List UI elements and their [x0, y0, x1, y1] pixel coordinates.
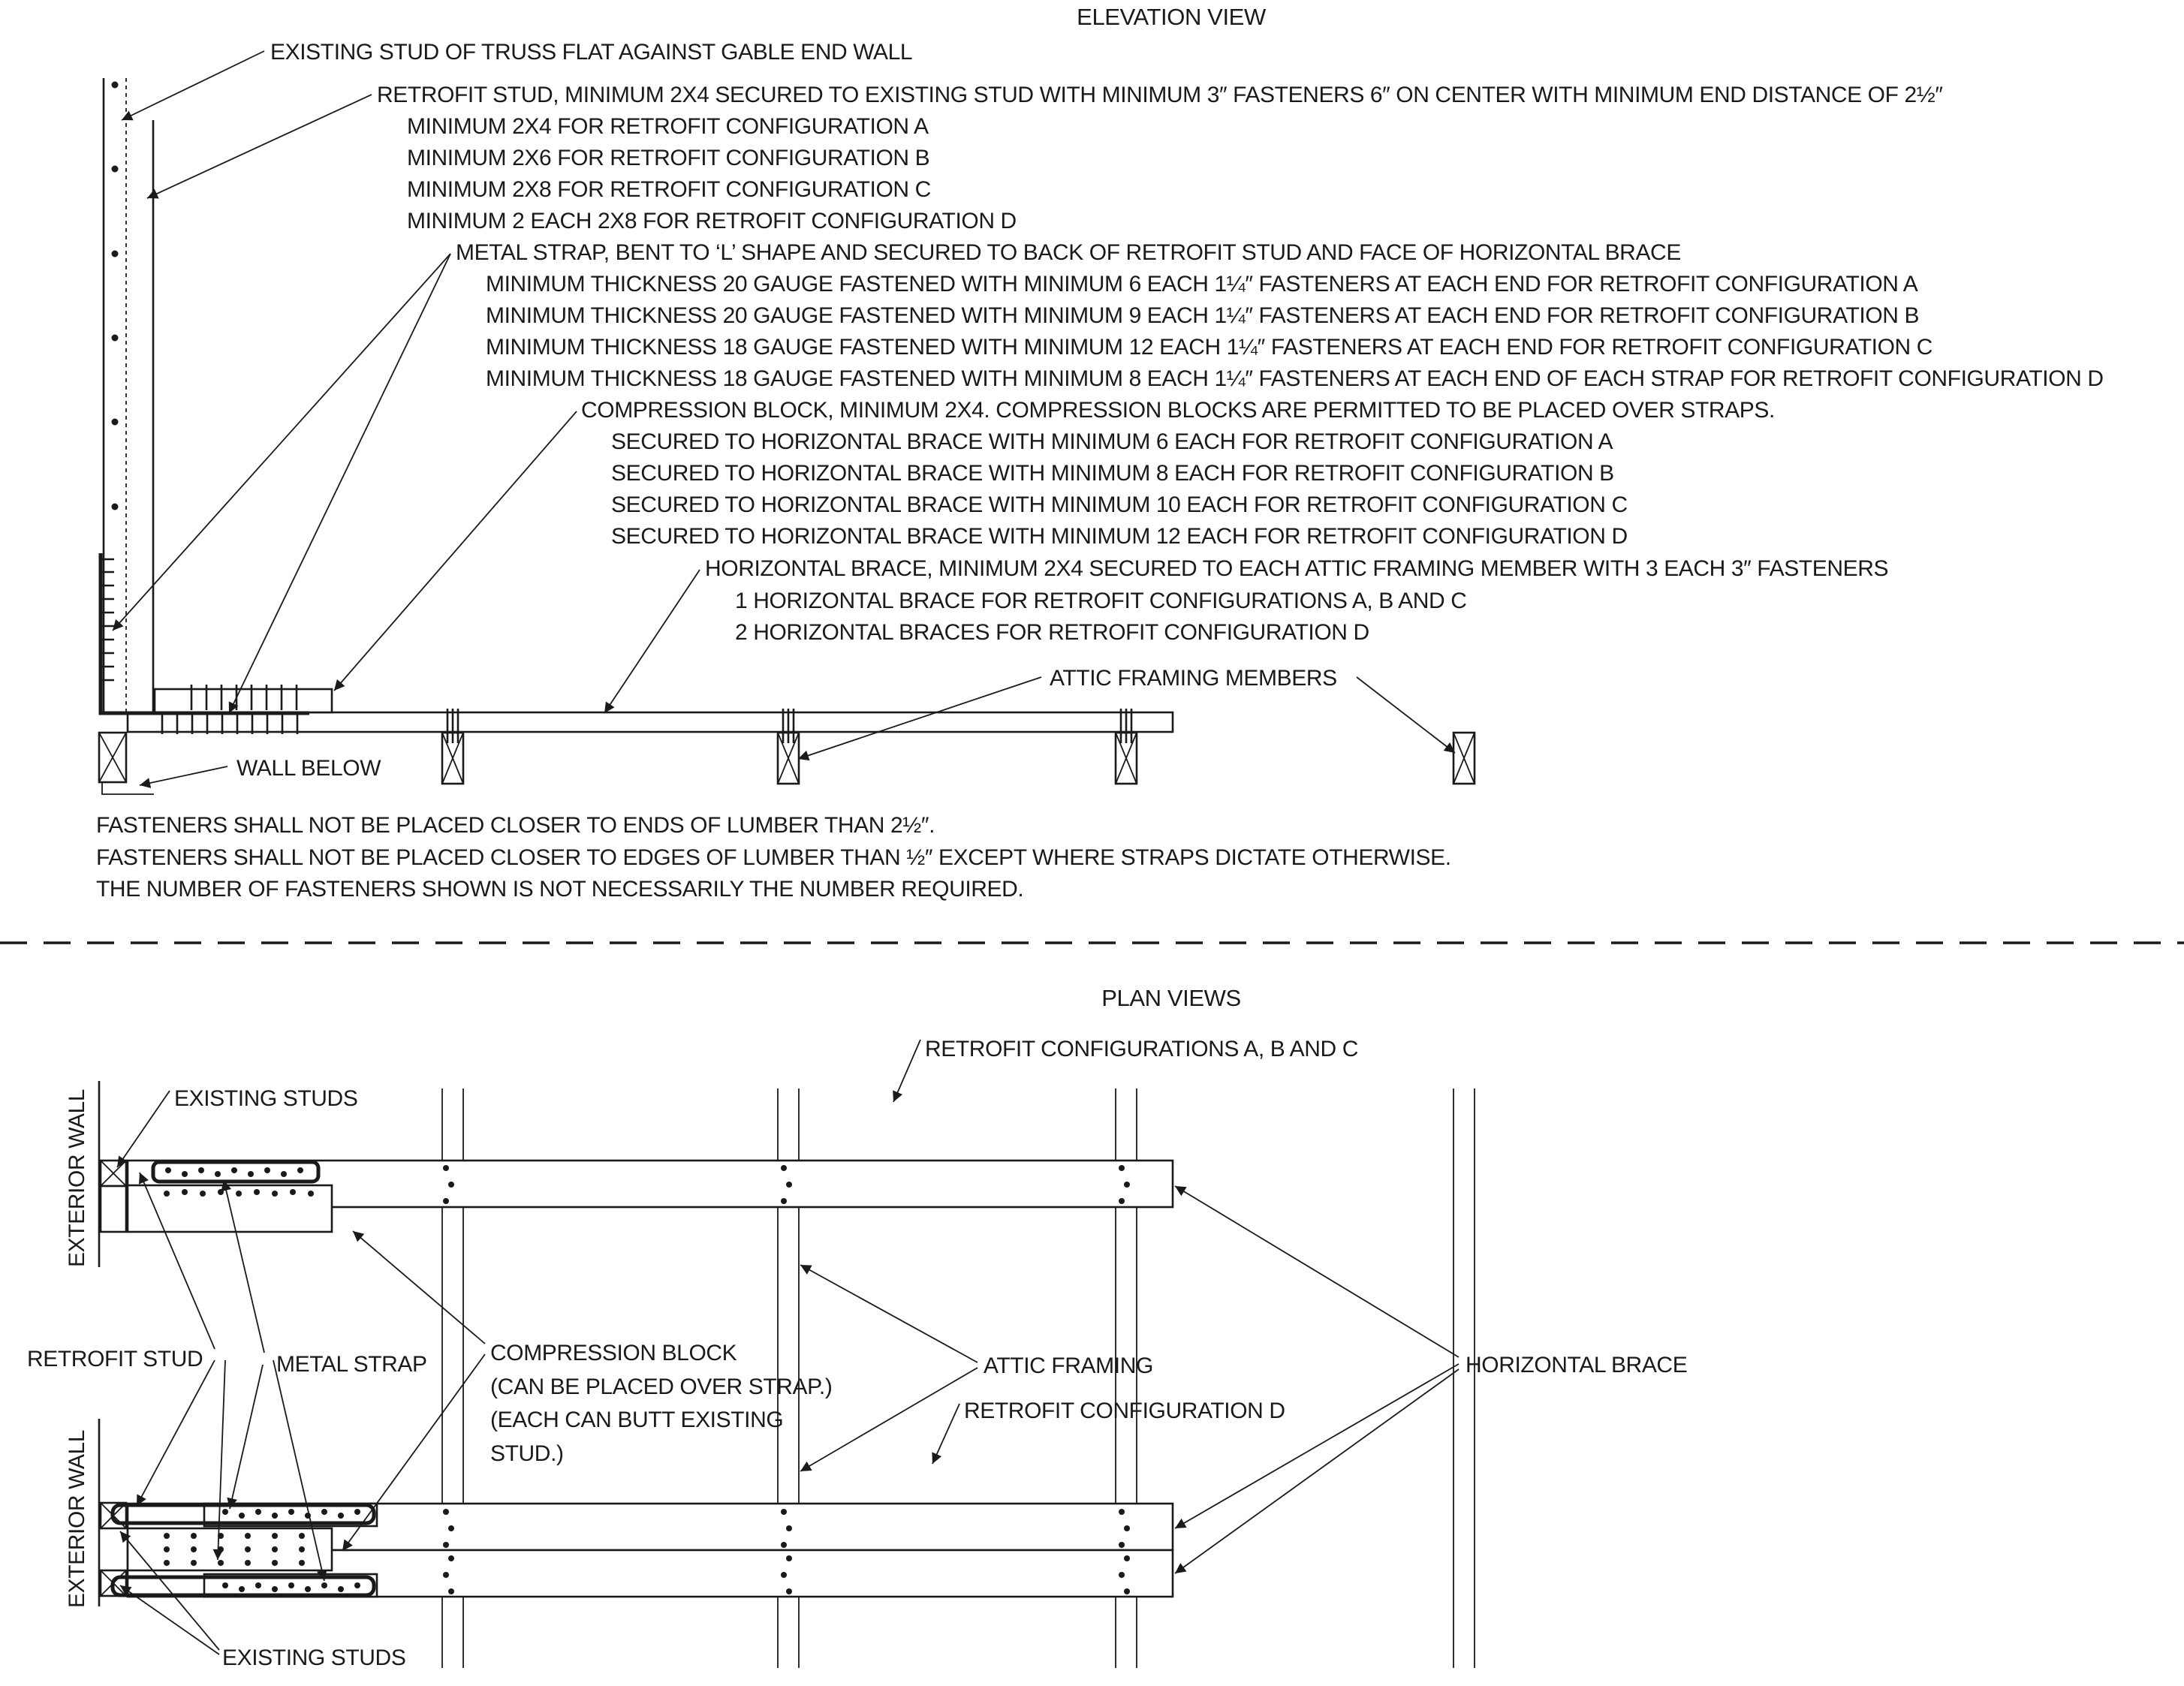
fastener-notes: FASTENERS SHALL NOT BE PLACED CLOSER TO …	[96, 813, 1451, 902]
elevation-horizontal-brace	[126, 711, 1174, 733]
fasteners-abc	[164, 1165, 1130, 1204]
label-attic-framing: ATTIC FRAMING	[984, 1353, 1153, 1378]
callout-strap-config-b: MINIMUM THICKNESS 20 GAUGE FASTENED WITH…	[486, 303, 1919, 328]
label-exterior-wall-bottom: EXTERIOR WALL	[65, 1430, 89, 1608]
metal-strap-abc	[151, 1160, 321, 1184]
label-compression-block: COMPRESSION BLOCK	[490, 1341, 737, 1365]
label-wall-below: WALL BELOW	[236, 756, 381, 781]
plan-config-d	[98, 1419, 1174, 1606]
elevation-view-title: ELEVATION VIEW	[1077, 4, 1267, 30]
note-edge-distance: FASTENERS SHALL NOT BE PLACED CLOSER TO …	[96, 845, 1451, 870]
callout-stud-config-a: MINIMUM 2X4 FOR RETROFIT CONFIGURATION A	[407, 114, 929, 139]
callout-strap-config-a: MINIMUM THICKNESS 20 GAUGE FASTENED WITH…	[486, 272, 1918, 297]
retrofit-stud-abc	[99, 1185, 128, 1233]
label-exterior-wall-top: EXTERIOR WALL	[65, 1089, 89, 1267]
plan-labels: RETROFIT CONFIGURATIONS A, B AND C RETRO…	[27, 1037, 1688, 1670]
label-attic-framing-members: ATTIC FRAMING MEMBERS	[1050, 666, 1337, 691]
label-horizontal-brace: HORIZONTAL BRACE	[1466, 1353, 1687, 1377]
label-compression-block-note-3: STUD.)	[490, 1441, 564, 1466]
callout-strap-config-c: MINIMUM THICKNESS 18 GAUGE FASTENED WITH…	[486, 335, 1932, 360]
label-existing-studs-top: EXISTING STUDS	[174, 1086, 357, 1111]
callout-brace-config-d: 2 HORIZONTAL BRACES FOR RETROFIT CONFIGU…	[735, 620, 1369, 645]
callout-stud-config-d: MINIMUM 2 EACH 2X8 FOR RETROFIT CONFIGUR…	[407, 209, 1017, 233]
callout-horizontal-brace: HORIZONTAL BRACE, MINIMUM 2X4 SECURED TO…	[705, 556, 1888, 581]
elevation-callouts: EXISTING STUD OF TRUSS FLAT AGAINST GABL…	[270, 40, 2104, 645]
callout-block-config-a: SECURED TO HORIZONTAL BRACE WITH MINIMUM…	[611, 429, 1613, 454]
label-metal-strap: METAL STRAP	[276, 1352, 427, 1377]
metal-strap-d-bottom	[110, 1575, 376, 1597]
note-fastener-count: THE NUMBER OF FASTENERS SHOWN IS NOT NEC…	[96, 877, 1023, 902]
label-config-d: RETROFIT CONFIGURATION D	[964, 1398, 1285, 1423]
callout-retrofit-stud: RETROFIT STUD, MINIMUM 2X4 SECURED TO EX…	[377, 83, 1943, 107]
callout-compression-block: COMPRESSION BLOCK, MINIMUM 2X4. COMPRESS…	[581, 398, 1775, 423]
callout-block-config-b: SECURED TO HORIZONTAL BRACE WITH MINIMUM…	[611, 461, 1614, 486]
callout-existing-stud: EXISTING STUD OF TRUSS FLAT AGAINST GABL…	[270, 40, 912, 65]
callout-stud-config-c: MINIMUM 2X8 FOR RETROFIT CONFIGURATION C	[407, 177, 931, 202]
metal-strap-d-top	[110, 1503, 376, 1525]
label-config-abc: RETROFIT CONFIGURATIONS A, B AND C	[925, 1037, 1358, 1061]
callout-block-config-d: SECURED TO HORIZONTAL BRACE WITH MINIMUM…	[611, 524, 1628, 549]
block-and-strap-fasteners	[161, 685, 299, 734]
strap-fasteners-vertical	[99, 558, 114, 682]
elevation-compression-block	[153, 688, 333, 714]
label-retrofit-stud: RETROFIT STUD	[27, 1347, 203, 1371]
label-compression-block-note-1: (CAN BE PLACED OVER STRAP.)	[490, 1374, 832, 1399]
elevation-framing: ATTIC FRAMING MEMBERS WALL BELOW	[98, 50, 1476, 795]
plan-config-abc	[98, 1081, 1174, 1267]
callout-strap-config-d: MINIMUM THICKNESS 18 GAUGE FASTENED WITH…	[486, 366, 2104, 391]
retrofit-stud-d	[126, 1527, 333, 1572]
callout-brace-config-abc: 1 HORIZONTAL BRACE FOR RETROFIT CONFIGUR…	[735, 589, 1467, 613]
callout-stud-config-b: MINIMUM 2X6 FOR RETROFIT CONFIGURATION B	[407, 146, 929, 170]
note-end-distance: FASTENERS SHALL NOT BE PLACED CLOSER TO …	[96, 813, 935, 838]
label-compression-block-note-2: (EACH CAN BUTT EXISTING	[490, 1408, 783, 1432]
callout-metal-strap: METAL STRAP, BENT TO ‘L’ SHAPE AND SECUR…	[456, 240, 1681, 265]
fasteners-d	[164, 1509, 1130, 1594]
callout-block-config-c: SECURED TO HORIZONTAL BRACE WITH MINIMUM…	[611, 492, 1628, 517]
plan-views-title: PLAN VIEWS	[1101, 985, 1241, 1011]
attic-framing-members-section	[441, 709, 1476, 785]
label-existing-studs-bottom: EXISTING STUDS	[222, 1645, 405, 1670]
